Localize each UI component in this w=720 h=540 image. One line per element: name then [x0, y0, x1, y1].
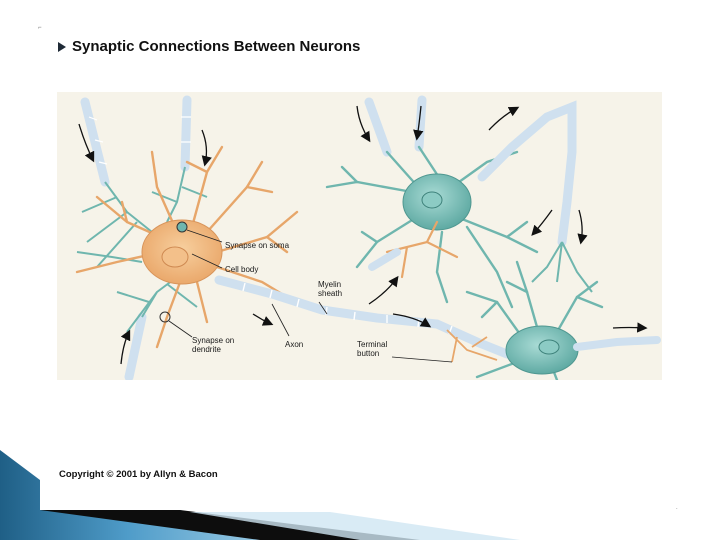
triangle-bullet-icon: [58, 42, 66, 52]
label-synapse-on-soma: Synapse on soma: [225, 241, 289, 250]
slide-title: Synaptic Connections Between Neurons: [72, 38, 360, 55]
arrow-9: [489, 108, 517, 130]
arrow-3: [121, 332, 129, 364]
teal-axon-arc: [482, 107, 592, 292]
label-myelin-sheath: Myelin sheath: [318, 280, 342, 298]
arrow-10: [533, 210, 552, 234]
arrow-11: [579, 210, 582, 242]
arrow-7: [357, 106, 369, 140]
label-terminal-button: Terminal button: [357, 340, 387, 358]
teal-neuron-top: [327, 147, 537, 307]
label-synapse-on-dendrite: Synapse on dendrite: [192, 336, 234, 354]
arrow-12: [613, 328, 645, 329]
arrow-5: [369, 278, 397, 304]
label-cell-body: Cell body: [225, 265, 258, 274]
neuron-figure: Synapse on soma Cell body Myelin sheath …: [57, 92, 662, 380]
teal-neuron-bottom: [467, 262, 657, 380]
arrow-2: [202, 130, 206, 164]
synapse-on-soma-marker: [177, 222, 187, 232]
neuron-illustration: [57, 92, 662, 380]
corner-mark-top: ⌐: [38, 25, 42, 31]
label-axon: Axon: [285, 340, 303, 349]
arrow-4: [253, 314, 271, 324]
title-row: Synaptic Connections Between Neurons: [58, 38, 360, 55]
decorative-bottom-band: [0, 450, 720, 540]
